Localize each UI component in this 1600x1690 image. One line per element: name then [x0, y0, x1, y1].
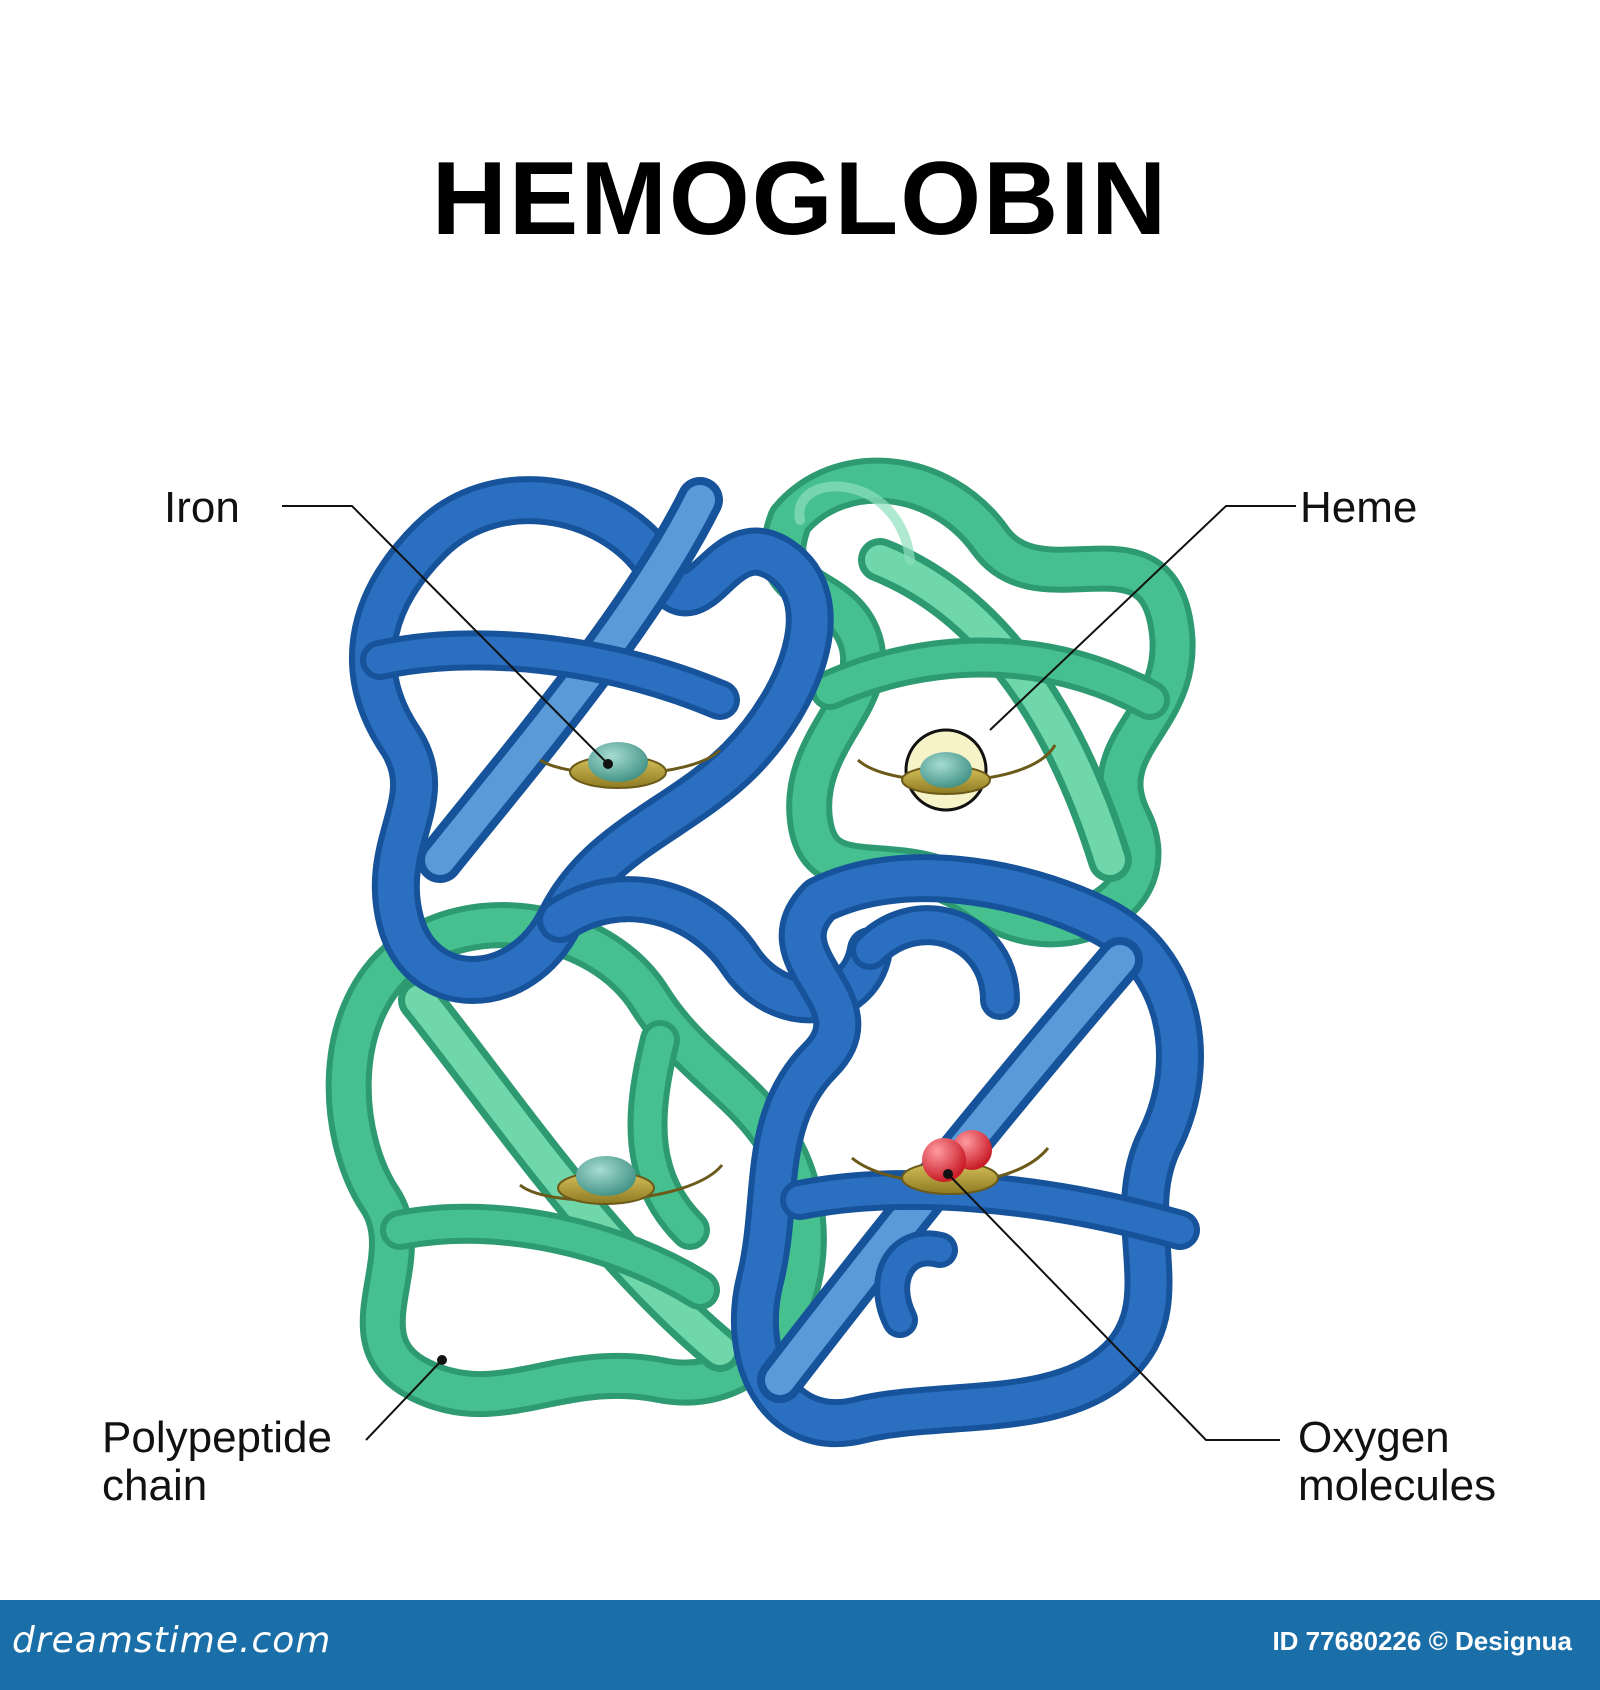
leader-lines: [282, 505, 1296, 1441]
polypeptide-leader-line: [365, 1359, 443, 1441]
iron-leader-line: [282, 505, 609, 765]
polypeptide-label-line1: Polypeptide: [102, 1413, 332, 1462]
oxygen-molecule-atom: [922, 1138, 966, 1182]
polypeptide-label-line2: chain: [102, 1461, 208, 1510]
oxygen-label-line2: molecules: [1298, 1461, 1497, 1510]
heme-bottom-right: [851, 1130, 1050, 1195]
footer-brand[interactable]: dreamstime.com: [12, 1620, 332, 1661]
green-chain-bottom-left: [325, 902, 827, 1417]
iron-label: Iron: [164, 483, 240, 532]
hemoglobin-illustration: [282, 457, 1296, 1447]
heme-label: Heme: [1300, 483, 1418, 532]
heme-top-left: [539, 742, 722, 789]
oxygen-leader-line: [947, 1173, 1280, 1441]
heme-leader-line: [989, 505, 1296, 731]
blue-chain-top-left: [348, 476, 893, 1024]
footer-bar: dreamstime.com ID 77680226 © Designua: [0, 1600, 1600, 1690]
polypeptide-marker-dot: [437, 1355, 447, 1365]
page-title: HEMOGLOBIN: [431, 141, 1169, 257]
heme-bottom-left: [519, 1156, 724, 1205]
oxygen-label-line1: Oxygen: [1298, 1413, 1450, 1462]
green-chain-top-right: [760, 457, 1196, 948]
footer-credit: ID 77680226 © Designua: [1272, 1626, 1572, 1656]
heme-top-right: [856, 728, 1057, 812]
